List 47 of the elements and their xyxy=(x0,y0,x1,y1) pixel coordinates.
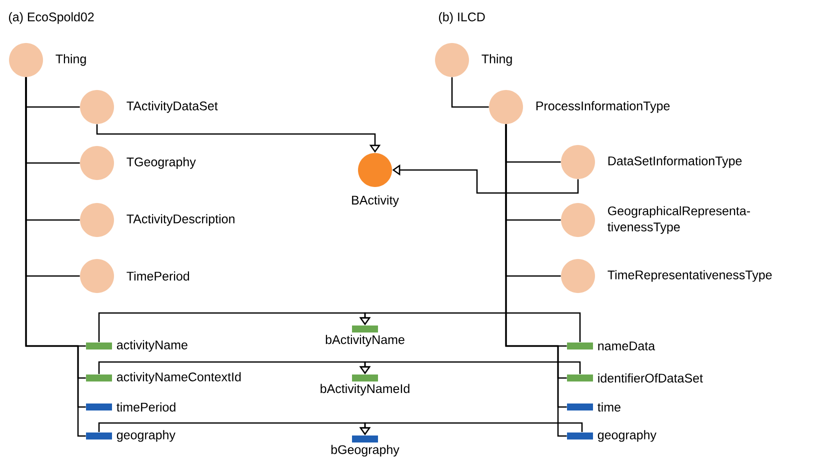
property-node: bActivityName xyxy=(326,326,404,347)
class-node: DataSetInformationType xyxy=(561,145,742,179)
node-label: ProcessInformationType xyxy=(536,101,670,113)
node-label: TGeography xyxy=(126,157,196,169)
connector xyxy=(451,77,489,108)
node-label: GeographicalRepresenta- tivenessType xyxy=(608,206,750,234)
property-node: timePeriod xyxy=(86,402,176,412)
class-node: TGeography xyxy=(80,146,196,180)
node-label: Thing xyxy=(482,54,512,66)
node-label: bActivityName xyxy=(326,334,404,347)
class-node: Thing xyxy=(435,43,512,77)
node-label: activityName xyxy=(116,340,188,352)
panel-label: (b) ILCD xyxy=(438,12,485,24)
property-node: nameData xyxy=(567,342,656,350)
node-label: DataSetInformationType xyxy=(608,156,742,168)
node-label: Thing xyxy=(56,54,86,66)
node-label: TActivityDataSet xyxy=(126,101,218,113)
class-node: BActivity xyxy=(352,153,399,208)
node-label: TActivityDescription xyxy=(126,214,234,226)
node-label: time xyxy=(598,402,620,412)
class-node: TimePeriod xyxy=(80,259,190,293)
node-label: identifierOfDataSet xyxy=(598,373,703,383)
class-node: TActivityDataSet xyxy=(80,90,218,124)
property-node: activityNameContextId xyxy=(86,372,241,384)
node-label: geography xyxy=(598,430,656,442)
property-node: geography xyxy=(86,430,176,442)
node-label: bGeography xyxy=(331,444,400,457)
node-label: nameData xyxy=(598,342,656,350)
property-node: activityName xyxy=(86,340,188,352)
node-label: TimePeriod xyxy=(126,271,190,281)
panel-label: (a) EcoSpold02 xyxy=(8,12,94,24)
property-node: geography xyxy=(567,430,656,442)
node-label: BActivity xyxy=(352,195,399,208)
class-node: TActivityDescription xyxy=(80,203,234,237)
class-node: ProcessInformationType xyxy=(489,90,670,124)
class-node: Thing xyxy=(9,43,86,77)
property-node: bActivityNameId xyxy=(320,374,410,396)
node-label: geography xyxy=(116,430,176,442)
property-node: bGeography xyxy=(331,436,400,457)
property-node: identifierOfDataSet xyxy=(567,373,703,383)
node-label: bActivityNameId xyxy=(320,384,410,396)
property-node: time xyxy=(567,402,620,412)
node-label: TimeRepresentativenessType xyxy=(608,270,772,282)
node-label: timePeriod xyxy=(116,402,176,412)
class-node: TimeRepresentativenessType xyxy=(561,259,772,293)
class-node: GeographicalRepresenta- tivenessType xyxy=(561,203,750,237)
node-label: activityNameContextId xyxy=(116,372,241,384)
